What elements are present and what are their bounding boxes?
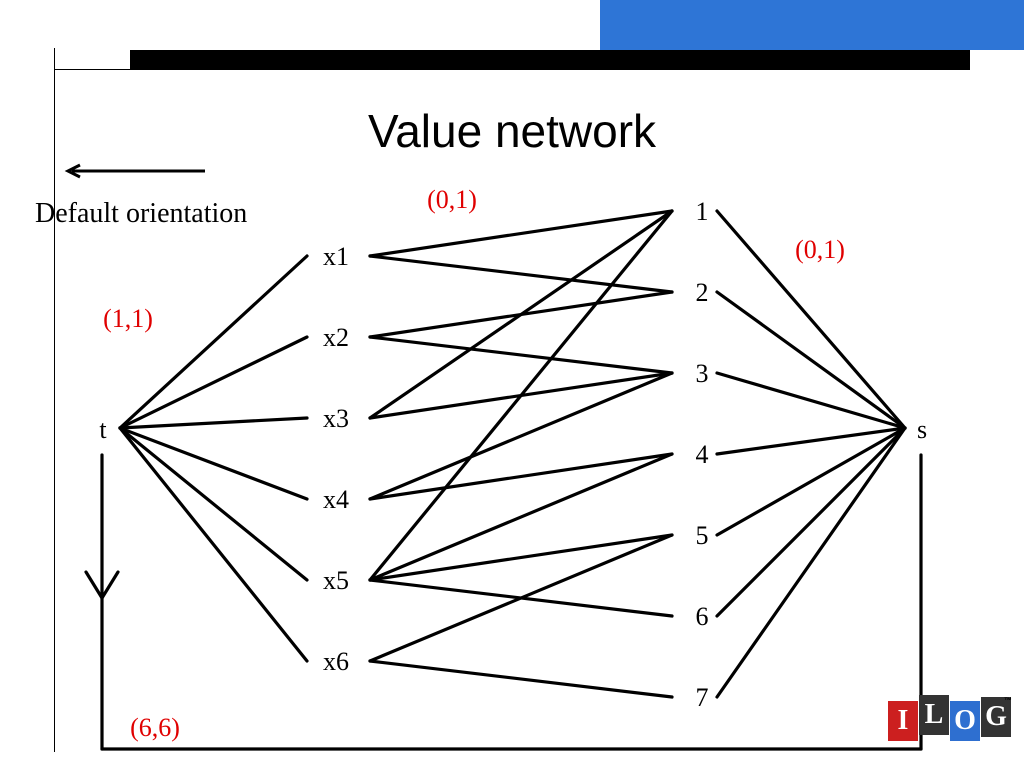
node-var-label-x5: x5 [323,566,349,595]
edge-5-s [715,426,907,537]
edge-1-s [715,209,907,430]
edge-x1-2 [368,254,674,294]
labels-layer: t s x1 x2 x3 x4 x5 x6 1 2 3 4 5 6 7 (1,1) (0,1) (0,1) (6,6… [99,185,927,742]
edge-t-x2 [118,335,309,430]
node-value-label-5: 5 [696,521,709,550]
slide-title: Value network [367,105,657,157]
edge-6-s [715,426,907,618]
edge-t-x6 [118,426,309,663]
edge-x2-3 [368,335,674,375]
edge-7-s [715,426,907,699]
node-value-label-2: 2 [696,278,709,307]
edge-x4-4 [368,452,674,501]
logo-letter-o: O [950,701,980,741]
node-value-label-1: 1 [696,197,709,226]
edge-x5-5 [368,533,674,582]
node-value-label-6: 6 [696,602,709,631]
node-var-label-x6: x6 [323,647,349,676]
node-sink-label: s [917,415,927,444]
trademark-symbol: ™ [1004,696,1012,705]
orientation-arrow [64,163,205,179]
edge-4-s [715,426,907,456]
edges-layer [84,209,923,751]
edge-x3-1 [368,209,674,420]
edge-x6-7 [368,659,674,699]
edge-t-x3 [118,416,309,430]
capacity-return-edge: (6,6) [130,713,180,742]
node-var-label-x4: x4 [323,485,349,514]
node-value-label-4: 4 [696,440,709,469]
edge-t-x5 [118,426,309,582]
edge-x1-1 [368,209,674,258]
edge-x5-4 [368,452,674,582]
edge-t-x1 [118,254,309,430]
edge-x5-1 [368,209,674,582]
ilog-logo: I L O G [888,695,1012,743]
return-arrowhead-right [100,570,120,600]
node-var-label-x1: x1 [323,242,349,271]
return-arrowhead-left [84,570,104,600]
capacity-value-sink-edges: (0,1) [795,235,845,264]
header-blue-bar [600,0,1024,50]
node-value-label-7: 7 [696,683,709,712]
capacity-var-value-edges: (0,1) [427,185,477,214]
orientation-label: Default orientation [35,198,248,229]
edge-x4-3 [368,371,674,501]
logo-letter-i: I [888,701,918,741]
left-margin-rule [54,48,55,752]
edge-x6-5 [368,533,674,663]
node-value-label-3: 3 [696,359,709,388]
edge-3-s [715,371,907,430]
node-var-label-x2: x2 [323,323,349,352]
header-black-bar [130,50,970,70]
edge-2-s [715,290,907,430]
node-source-label: t [99,415,107,444]
logo-letter-g: G [981,697,1011,737]
logo-letter-l: L [919,695,949,735]
node-var-label-x3: x3 [323,404,349,433]
top-margin-rule [54,69,134,70]
edge-t-x4 [118,426,309,501]
capacity-source-edges: (1,1) [103,304,153,333]
